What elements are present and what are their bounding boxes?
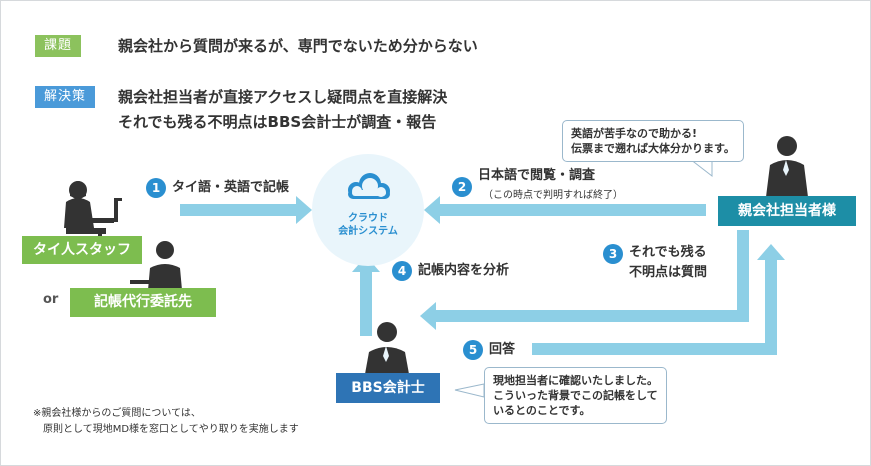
step-2-label: 日本語で閲覧・調査: [478, 168, 596, 183]
step-5-badge: 5: [463, 340, 483, 360]
arrow-3-head: [420, 302, 436, 330]
step-2-badge: 2: [452, 177, 472, 197]
bbs-label: BBS会計士: [336, 373, 440, 403]
flow-arrows: [180, 196, 785, 355]
solution-line-1: 親会社担当者が直接アクセスし疑問点を直接解決: [118, 88, 448, 106]
bbs-figure: [365, 322, 409, 374]
issue-tag: 課題: [35, 35, 82, 57]
step-3-label-1: それでも残る: [629, 245, 707, 260]
arrow-5-head: [757, 244, 785, 260]
arrow-2-shaft: [438, 204, 706, 216]
arrow-3-horizontal: [434, 310, 749, 322]
cloud-system-label: クラウド 会計システム: [338, 213, 398, 237]
step-5-label: 回答: [489, 342, 516, 357]
outsource-figure: [130, 241, 182, 290]
or-text: or: [43, 292, 59, 307]
arrow-1-shaft: [180, 204, 298, 216]
arrow-5-vertical: [765, 258, 777, 355]
step-1-badge: 1: [146, 178, 166, 198]
step-2-sub: （この時点で判明すれば終了）: [483, 190, 623, 201]
bbs-bubble-tail: [454, 383, 485, 398]
bbs-speech-bubble: 現地担当者に確認いたしました。 こういった背景でこの記帳をして いるとのことです…: [484, 367, 667, 424]
parent-speech-bubble: 英語が苦手なので助かる! 伝票まで遡れば大体分かります。: [562, 120, 744, 162]
arrow-4-shaft: [360, 270, 372, 336]
cloud-system-circle: [312, 154, 424, 266]
footnote: ※親会社様からのご質問については、 原則として現地MD様を窓口としてやり取りを実…: [33, 408, 299, 435]
thai-staff-label: タイ人スタッフ: [22, 236, 142, 264]
step-3-label-2: 不明点は質問: [629, 265, 708, 280]
outsource-label: 記帳代行委託先: [70, 288, 216, 317]
step-4-badge: 4: [392, 261, 412, 281]
arrow-2-head: [424, 196, 440, 224]
arrow-3-vertical: [737, 230, 749, 322]
parent-figure: [766, 136, 808, 197]
arrow-5-horizontal: [532, 343, 777, 355]
parent-label: 親会社担当者様: [718, 196, 856, 226]
arrow-1-head: [296, 196, 312, 224]
issue-text: 親会社から質問が来るが、専門でないため分からない: [118, 37, 478, 55]
solution-line-2: それでも残る不明点はBBS会計士が調査・報告: [118, 113, 437, 131]
step-4-label: 記帳内容を分析: [418, 263, 510, 278]
solution-tag: 解決策: [35, 86, 96, 108]
step-1-label: タイ語・英語で記帳: [172, 180, 290, 195]
step-3-badge: 3: [603, 244, 623, 264]
